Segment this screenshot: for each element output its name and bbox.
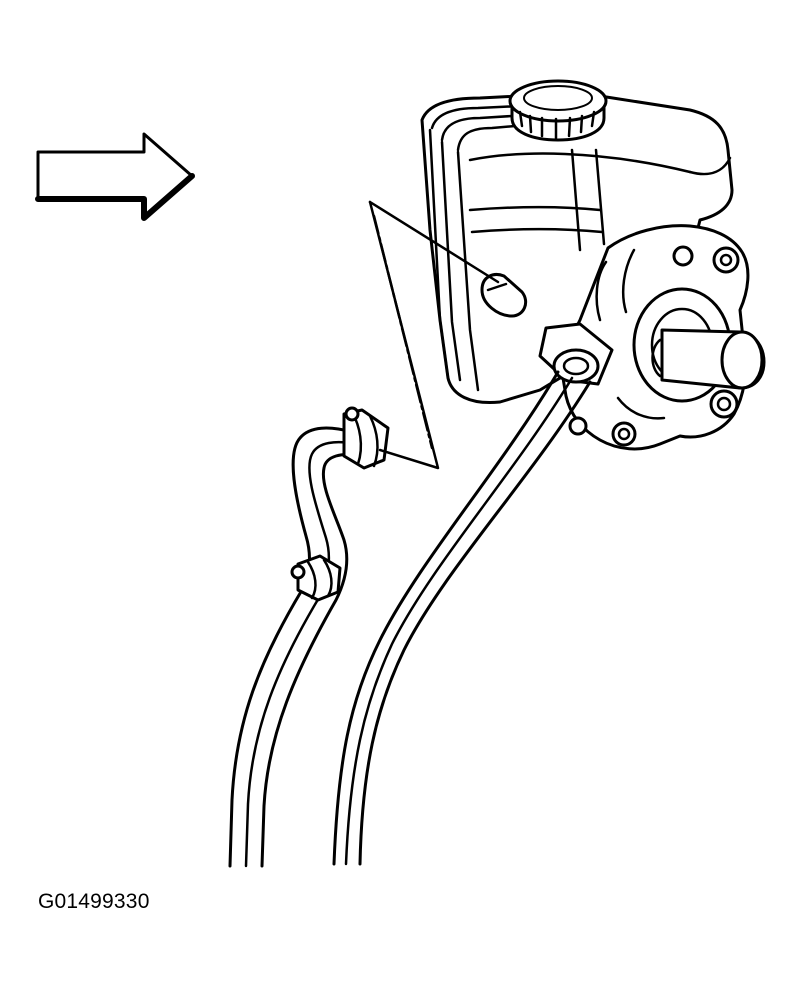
callout-leader (368, 200, 500, 470)
power-steering-pump (558, 224, 766, 451)
figure-code: G01499330 (38, 890, 150, 913)
reservoir-cap (508, 79, 608, 142)
pressure-hose (332, 322, 614, 866)
fluid-reservoir (420, 94, 734, 405)
right-arrow-icon (35, 132, 195, 221)
return-hose (228, 406, 390, 868)
